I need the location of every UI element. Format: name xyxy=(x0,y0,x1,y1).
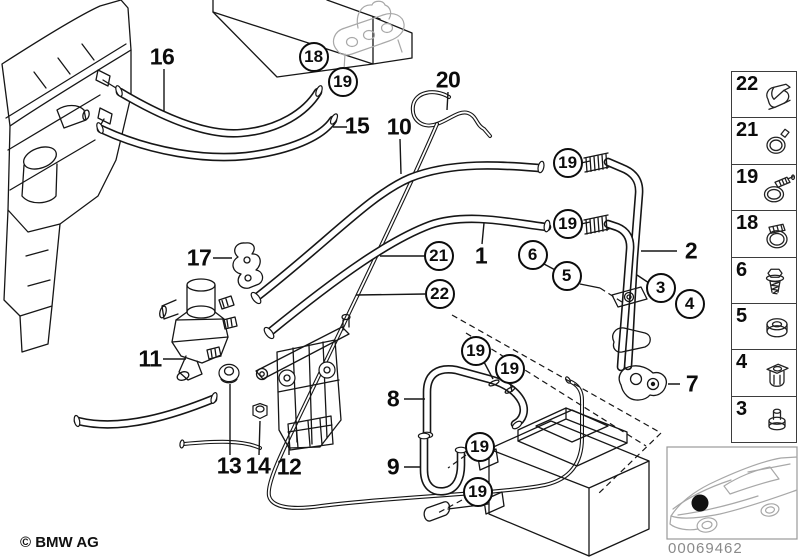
callout-circled-5[interactable]: 5 xyxy=(551,260,582,291)
grommet-icon xyxy=(759,312,795,344)
leader-lines xyxy=(163,69,680,468)
legend-column: 22 21 19 18 6 5 4 3 xyxy=(731,71,797,443)
legend-number: 18 xyxy=(736,212,759,235)
legend-number: 19 xyxy=(736,165,759,188)
callout-circled-3[interactable]: 3 xyxy=(645,272,676,303)
callout-circled-18[interactable]: 18 xyxy=(298,41,329,72)
callout-circled-21[interactable]: 21 xyxy=(423,240,454,271)
callout-2[interactable]: 2 xyxy=(684,237,698,264)
grommet-13 xyxy=(218,363,240,384)
callout-circled-19[interactable]: 19 xyxy=(460,335,491,366)
holder-17 xyxy=(232,242,264,289)
hose-clamp-fitting-icon xyxy=(759,173,795,205)
image-number: 00069462 xyxy=(668,540,743,557)
callout-circled-19[interactable]: 19 xyxy=(494,353,525,384)
legend-cell-19[interactable]: 19 xyxy=(732,163,796,210)
callout-13[interactable]: 13 xyxy=(216,452,242,479)
car-silhouette xyxy=(669,456,798,533)
callout-17[interactable]: 17 xyxy=(186,244,212,271)
callout-circled-4[interactable]: 4 xyxy=(674,288,705,319)
auxiliary-heater xyxy=(423,407,650,557)
callout-circled-19[interactable]: 19 xyxy=(327,66,358,97)
callout-14[interactable]: 14 xyxy=(245,452,271,479)
hose-10 xyxy=(250,160,545,305)
nut-14 xyxy=(252,402,268,420)
hose-9 xyxy=(417,432,468,491)
callout-1[interactable]: 1 xyxy=(474,242,488,269)
callout-7[interactable]: 7 xyxy=(685,370,699,397)
callout-9[interactable]: 9 xyxy=(386,453,400,480)
callout-10[interactable]: 10 xyxy=(386,113,412,140)
legend-number: 5 xyxy=(736,304,748,327)
legend-number: 6 xyxy=(736,258,748,281)
legend-cell-6[interactable]: 6 xyxy=(732,256,796,303)
legend-cell-18[interactable]: 18 xyxy=(732,210,796,256)
return-pipe-2 xyxy=(608,162,651,367)
spring-band-clip-icon xyxy=(759,80,795,112)
hose-15 xyxy=(96,113,339,157)
dashed-pointer-lines xyxy=(435,287,662,515)
clamp-icon xyxy=(759,126,795,158)
copyright-text: © BMW AG xyxy=(20,534,99,551)
bracket-12 xyxy=(255,313,351,451)
callout-20[interactable]: 20 xyxy=(435,66,461,93)
flange-7 xyxy=(618,365,667,401)
callout-16[interactable]: 16 xyxy=(149,43,175,70)
expanding-nut-icon xyxy=(759,358,795,390)
callout-15[interactable]: 15 xyxy=(344,112,370,139)
legend-number: 21 xyxy=(736,119,759,142)
legend-number: 4 xyxy=(736,351,748,374)
water-valve-11 xyxy=(159,278,238,381)
callout-circled-19[interactable]: 19 xyxy=(552,147,583,178)
legend-cell-3[interactable]: 3 xyxy=(732,395,796,442)
legend-cell-22[interactable]: 22 xyxy=(732,72,796,117)
location-dot xyxy=(691,494,709,512)
hose-1 xyxy=(263,219,550,340)
car-thumbnail xyxy=(666,446,798,540)
callout-11[interactable]: 11 xyxy=(138,345,162,372)
thermostat-flange xyxy=(332,0,405,71)
legend-cell-5[interactable]: 5 xyxy=(732,302,796,349)
spring-fitting-upper xyxy=(583,152,610,173)
legend-cell-4[interactable]: 4 xyxy=(732,349,796,395)
hose-16 xyxy=(115,85,323,133)
callout-circled-6[interactable]: 6 xyxy=(517,239,548,270)
callout-circled-19[interactable]: 19 xyxy=(462,476,493,507)
legend-cell-21[interactable]: 21 xyxy=(732,117,796,163)
engine-drawing xyxy=(1,0,132,353)
callout-8[interactable]: 8 xyxy=(386,385,400,412)
spring-fitting-lower xyxy=(583,214,610,235)
callout-12[interactable]: 12 xyxy=(276,453,302,480)
callout-circled-19[interactable]: 19 xyxy=(552,208,583,239)
legend-number: 22 xyxy=(736,73,759,95)
legend-number: 3 xyxy=(736,397,748,420)
hose-bottom-left xyxy=(73,392,218,427)
callout-circled-22[interactable]: 22 xyxy=(424,278,455,309)
callout-circled-19[interactable]: 19 xyxy=(464,431,495,462)
screw-icon xyxy=(759,265,795,297)
plug-icon xyxy=(759,405,795,437)
hose-clamp-icon xyxy=(759,219,795,251)
